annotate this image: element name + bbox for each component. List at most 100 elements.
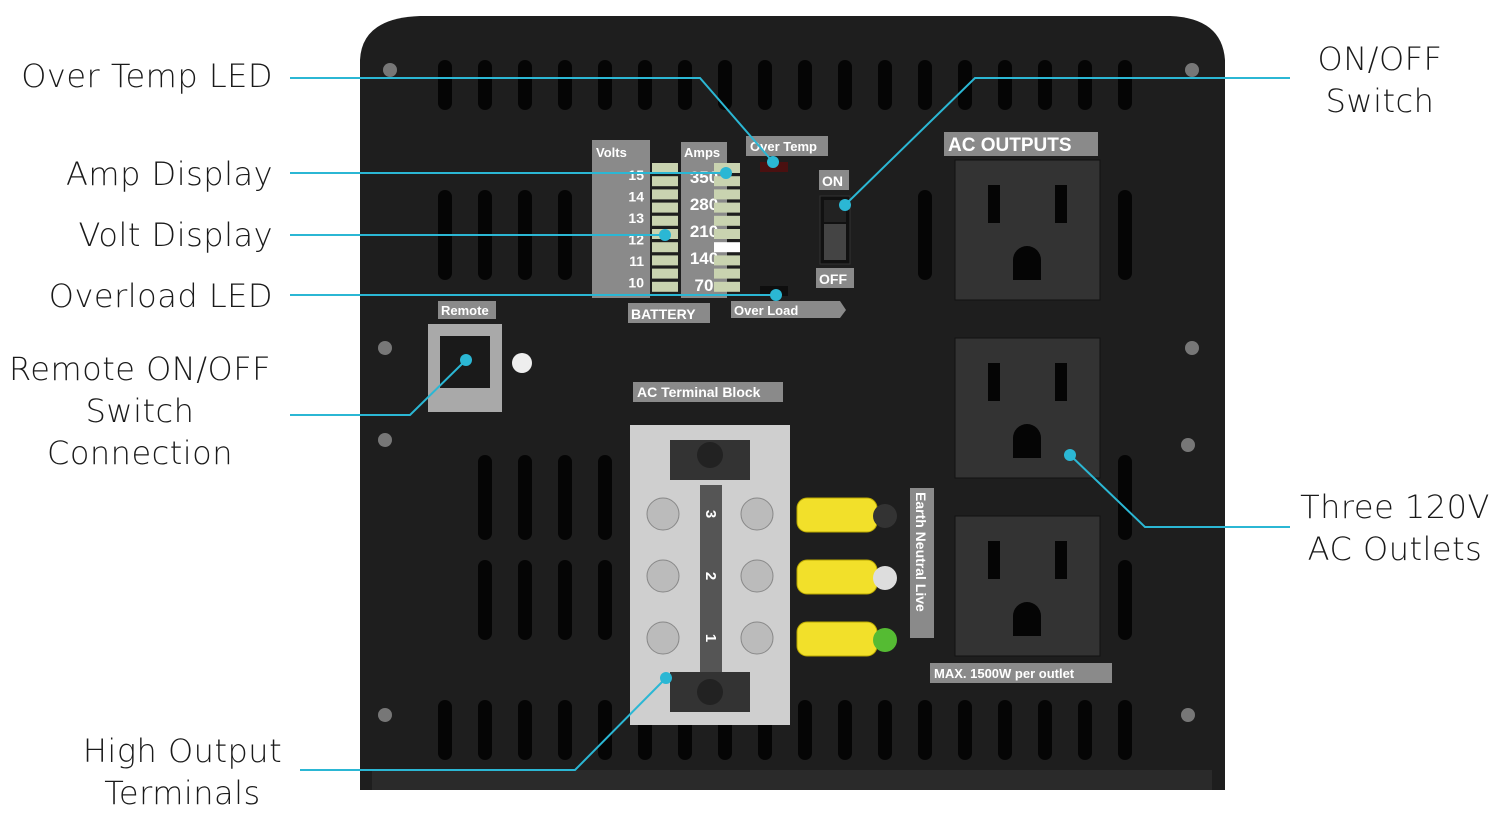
amp-led: [714, 281, 740, 292]
callout-high-output-line2: Terminals: [104, 774, 261, 812]
callout-dot: [767, 156, 779, 168]
callout-dot: [770, 289, 782, 301]
wire-grommet: [873, 504, 897, 528]
amp-tick: 140: [690, 249, 718, 268]
vent-slot: [638, 60, 652, 110]
off-label: OFF: [819, 271, 847, 287]
callout-remote-line2: Switch: [85, 392, 195, 430]
callout-remote-line3: Connection: [46, 434, 234, 472]
callout-dot: [1064, 449, 1076, 461]
volt-tick: 11: [629, 253, 644, 269]
terminal-number: 2: [702, 572, 719, 580]
vent-slot: [478, 455, 492, 540]
vent-slot: [1118, 560, 1132, 640]
callout-remote: Remote ON/OFF Switch Connection: [0, 348, 280, 474]
callout-line: [290, 77, 774, 163]
screw: [378, 433, 392, 447]
callout-dot: [839, 199, 851, 211]
callout-lines: [290, 77, 1290, 771]
ac-outputs-label: AC OUTPUTS: [948, 135, 1072, 156]
vent-slot: [838, 60, 852, 110]
vent-slot: [598, 700, 612, 760]
callout-line: [844, 77, 1290, 206]
vent-slot: [918, 60, 932, 110]
callout-on-off-switch: ON/OFF Switch: [1290, 38, 1470, 122]
vent-slot: [1118, 190, 1132, 280]
terminal-screw: [740, 497, 774, 531]
amp-led: [714, 215, 740, 226]
amp-led: [714, 255, 740, 266]
battery-label: BATTERY: [631, 306, 696, 322]
terminal-screw: [646, 559, 680, 593]
vent-slot: [478, 60, 492, 110]
amp-led: [714, 202, 740, 213]
callout-dot: [460, 354, 472, 366]
volt-led: [652, 202, 678, 213]
vent-slot: [1038, 60, 1052, 110]
vent-slot: [878, 60, 892, 110]
wire-lug: [796, 559, 878, 595]
vent-slots: [438, 60, 1132, 760]
wire-labels: Earth Neutral Live: [913, 492, 929, 612]
terminal-screw: [646, 621, 680, 655]
volt-tick: 12: [628, 232, 644, 248]
callout-over-temp-led: Over Temp LED: [21, 57, 273, 95]
amps-label: Amps: [684, 145, 720, 160]
vent-slot: [1118, 700, 1132, 760]
callout-line: [300, 677, 667, 771]
volt-tick: 13: [628, 210, 644, 226]
vent-slot: [958, 60, 972, 110]
screw: [378, 708, 392, 722]
callout-dot: [660, 672, 672, 684]
volt-tick: 14: [628, 189, 644, 205]
vent-slot: [1118, 455, 1132, 540]
screw: [383, 63, 397, 77]
over-load-label: Over Load: [734, 303, 798, 318]
callout-ac-outlets-line2: AC Outlets: [1307, 530, 1483, 568]
callout-dot: [659, 229, 671, 241]
volts-label: Volts: [596, 145, 627, 160]
vent-slot: [438, 700, 452, 760]
callout-volt-display: Volt Display: [78, 216, 273, 254]
wire-lug: [796, 621, 878, 657]
vent-slot: [798, 700, 812, 760]
volt-led: [652, 215, 678, 226]
amp-tick: 70: [695, 276, 714, 295]
screw: [378, 341, 392, 355]
vent-slot: [1118, 60, 1132, 110]
vent-slot: [518, 455, 532, 540]
amp-led: [714, 268, 740, 279]
amp-led: [714, 189, 740, 200]
vent-slot: [998, 60, 1012, 110]
screw: [1181, 438, 1195, 452]
vent-slot: [478, 700, 492, 760]
terminal-number: 1: [702, 634, 719, 642]
callout-line: [290, 359, 467, 416]
vent-slot: [678, 60, 692, 110]
vent-slot: [518, 60, 532, 110]
volt-tick: 15: [628, 167, 644, 183]
vent-slot: [958, 700, 972, 760]
amp-led: [714, 176, 740, 187]
terminal-block-label: AC Terminal Block: [637, 384, 761, 400]
vent-slot: [478, 560, 492, 640]
vent-slot: [598, 560, 612, 640]
vent-slot: [598, 60, 612, 110]
volt-scale-plate: [592, 140, 650, 298]
volt-led: [652, 189, 678, 200]
screw: [1181, 708, 1195, 722]
remote-label: Remote: [441, 303, 489, 318]
vent-slot: [1078, 60, 1092, 110]
vent-slot: [918, 700, 932, 760]
callout-ac-outlets-line1: Three 120V: [1300, 488, 1490, 526]
callout-on-off-line2: Switch: [1325, 82, 1435, 120]
volt-led: [652, 163, 678, 173]
volt-tick: 10: [628, 275, 644, 291]
terminal-screw: [740, 621, 774, 655]
vent-slot: [918, 190, 932, 280]
vent-slot: [878, 700, 892, 760]
vent-slot: [998, 700, 1012, 760]
callout-dot: [720, 167, 732, 179]
terminal-screw: [740, 559, 774, 593]
